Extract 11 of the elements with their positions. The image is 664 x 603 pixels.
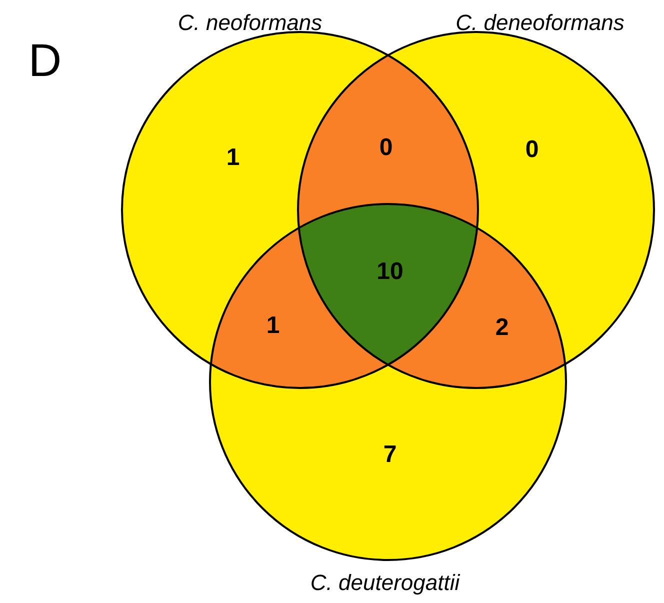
region-count: 0 xyxy=(525,136,539,164)
set-label: C. deneoformans xyxy=(456,10,624,36)
set-label: C. deuterogattii xyxy=(310,570,460,596)
region-count: 1 xyxy=(226,144,240,172)
region-count: 10 xyxy=(376,258,404,286)
set-label: C. neoformans xyxy=(178,10,322,36)
region-count: 2 xyxy=(495,314,509,342)
panel-letter: D xyxy=(28,33,62,87)
region-count: 0 xyxy=(379,134,393,162)
region-count: 1 xyxy=(266,312,280,340)
region-count: 7 xyxy=(383,441,397,469)
